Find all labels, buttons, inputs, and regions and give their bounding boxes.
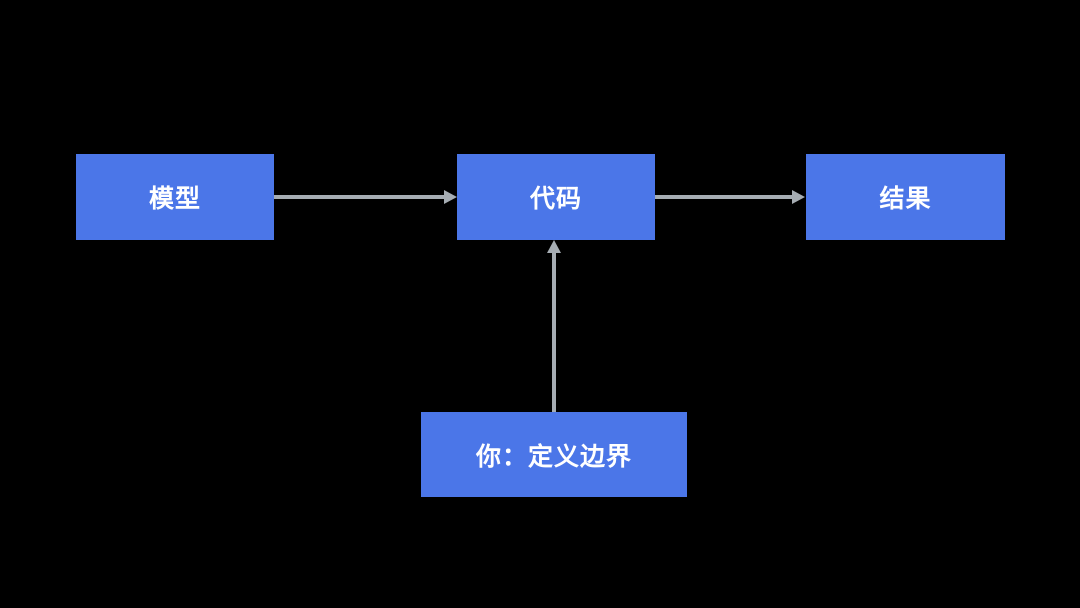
arrow-model-to-code — [274, 190, 457, 204]
node-you-label: 你：定义边界 — [475, 442, 632, 471]
arrow-you-to-code — [547, 240, 561, 412]
node-code-label: 代码 — [529, 185, 582, 213]
arrow-code-to-result — [655, 190, 805, 204]
node-result-label: 结果 — [879, 185, 932, 213]
node-you-define-boundaries: 你：定义边界 — [421, 412, 687, 497]
node-model: 模型 — [76, 154, 274, 240]
node-result: 结果 — [806, 154, 1005, 240]
node-model-label: 模型 — [148, 185, 201, 213]
node-code: 代码 — [457, 154, 655, 240]
